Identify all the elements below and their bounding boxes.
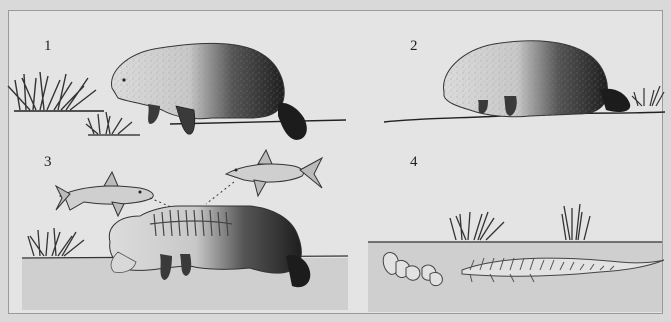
panel-1-scene [8,43,346,140]
panel-4-scene [368,204,664,312]
shark [56,172,153,216]
manatee-dead-on-floor [444,41,631,117]
seagrass-clump [450,212,504,240]
manatee-alive [112,43,307,140]
seagrass-clump [562,204,590,240]
seagrass-clump [8,72,96,110]
panel-2-scene [384,41,665,122]
seafloor-line [170,120,346,124]
seagrass-clump [86,112,132,134]
seagrass-clump [632,86,664,106]
shark [226,150,322,196]
panel-3-scene [22,150,348,310]
seagrass-clump [28,228,84,256]
